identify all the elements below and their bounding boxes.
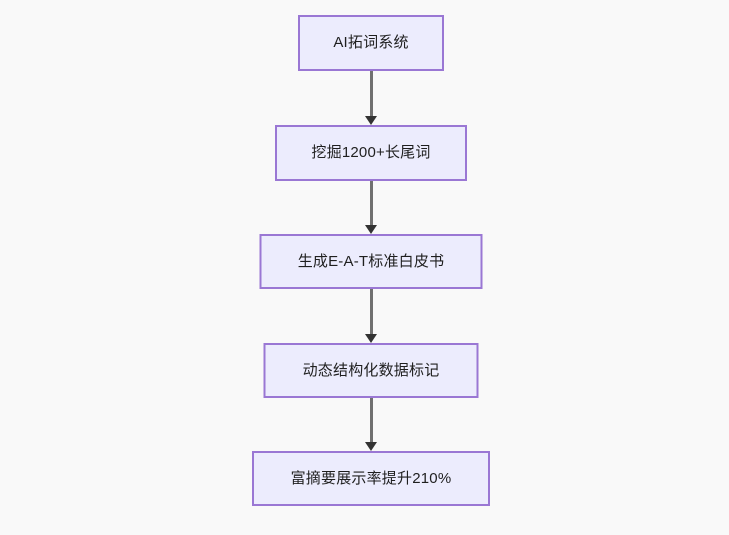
flow-node-mine-longtail-keywords[interactable]: 挖掘1200+长尾词 (275, 125, 467, 181)
flow-node-label: 挖掘1200+长尾词 (311, 144, 431, 161)
edge-line (369, 398, 373, 442)
flow-node-label: 富摘要展示率提升210% (290, 469, 452, 487)
flow-node-dynamic-structured-data[interactable]: 动态结构化数据标记 (263, 343, 479, 398)
flow-node-ai-keyword-system[interactable]: AI拓词系统 (298, 15, 444, 71)
arrowhead-icon (365, 225, 377, 234)
flow-edge (364, 181, 378, 234)
flow-node-generate-eat-whitepaper[interactable]: 生成E-A-T标准白皮书 (259, 234, 483, 289)
flow-edge (364, 289, 378, 343)
flow-node-label: AI拓词系统 (333, 34, 409, 51)
flow-node-label: 动态结构化数据标记 (302, 361, 440, 379)
flow-node-rich-snippet-uplift[interactable]: 富摘要展示率提升210% (252, 451, 490, 506)
arrowhead-icon (365, 116, 377, 125)
arrowhead-icon (365, 442, 377, 451)
edge-line (369, 71, 373, 116)
flow-edge (364, 71, 378, 125)
flow-node-label: 生成E-A-T标准白皮书 (297, 252, 445, 270)
arrowhead-icon (365, 334, 377, 343)
edge-line (369, 289, 373, 334)
edge-line (369, 181, 373, 225)
flow-edge (364, 398, 378, 451)
